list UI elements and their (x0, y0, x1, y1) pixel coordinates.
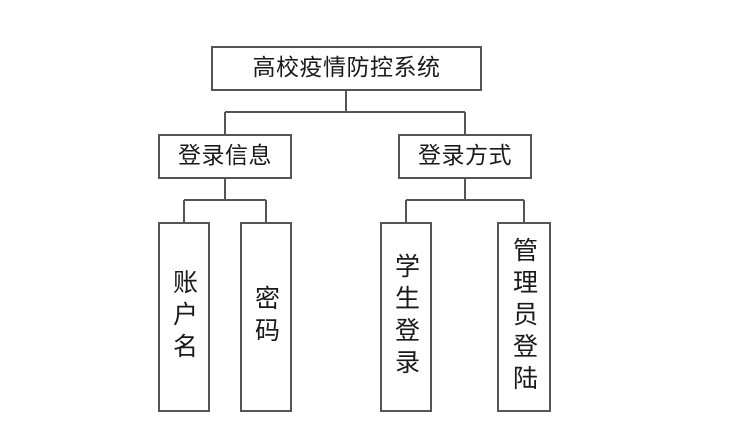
node-password: 密码 (240, 222, 292, 412)
node-root: 高校疫情防控系统 (211, 46, 482, 91)
node-root-label: 高校疫情防控系统 (252, 55, 441, 82)
node-login-info: 登录信息 (158, 134, 292, 179)
node-admin-login: 管理员登陆 (497, 222, 551, 412)
node-admin-login-label: 管理员登陆 (509, 237, 539, 397)
node-login-mode-label: 登录方式 (418, 143, 512, 170)
node-student-login: 学生登录 (380, 222, 432, 412)
node-login-info-label: 登录信息 (178, 143, 272, 170)
node-password-label: 密码 (251, 285, 281, 349)
node-student-login-label: 学生登录 (391, 253, 421, 381)
node-account-name: 账户名 (158, 222, 210, 412)
node-login-mode: 登录方式 (398, 134, 532, 179)
node-account-name-label: 账户名 (169, 269, 199, 365)
